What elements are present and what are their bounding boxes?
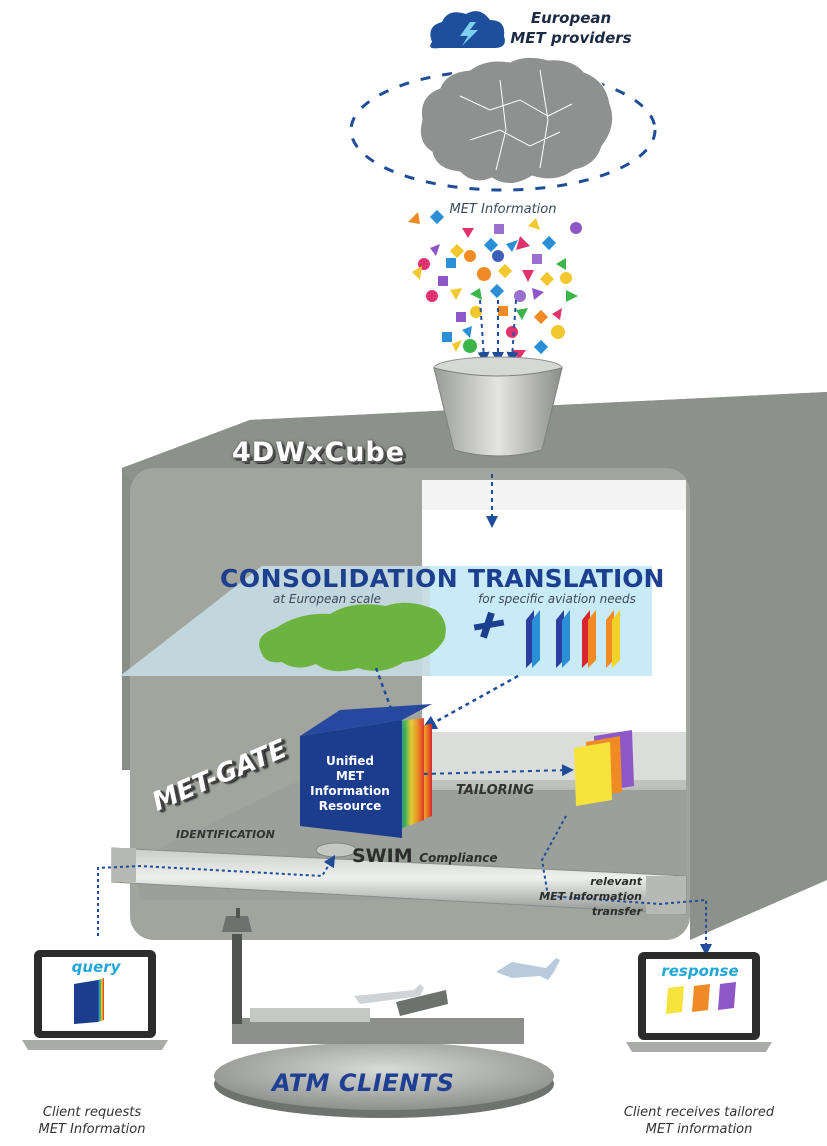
identification-path: [97, 815, 712, 956]
tailoring-label: TAILORING: [456, 783, 535, 798]
translation-subtitle: for specific aviation needs: [478, 592, 636, 606]
europe-map-icon: [419, 56, 614, 184]
cloud-lightning-icon: [430, 11, 505, 49]
airplane-icon: [496, 958, 560, 980]
client-left-line2: MET Information: [38, 1122, 146, 1137]
funnel-icon: [433, 356, 563, 457]
translation-layers: [526, 610, 620, 668]
client-requests-caption: Client requests MET Information: [12, 1104, 172, 1138]
transfer-label: relevant MET Information transfer: [512, 874, 642, 919]
tailored-layers: [574, 730, 634, 806]
european-met-providers-label: European MET providers: [506, 8, 636, 48]
resource-line3: Information: [310, 784, 390, 798]
europe-green-shape: [259, 602, 446, 672]
resource-line1: Unified: [325, 754, 375, 768]
laptop-icon: [22, 950, 168, 1050]
providers-line1: European: [530, 9, 612, 27]
response-label: response: [661, 962, 739, 980]
query-label: query: [71, 958, 121, 976]
met-information-shapes: [408, 209, 582, 360]
resource-line4: Resource: [318, 799, 382, 813]
swim-title: SWIM: [352, 845, 413, 867]
plus-icon: [473, 611, 505, 639]
swim-pipe: [111, 847, 687, 915]
parked-plane-icon: [354, 984, 424, 1004]
providers-line2: MET providers: [510, 29, 632, 47]
translation-title: TRANSLATION: [468, 564, 665, 593]
cube-title: 4DWxCube: [232, 437, 406, 468]
control-tower-icon: [222, 908, 252, 1024]
laptop-icon: [626, 952, 772, 1052]
client-right-line2: MET information: [645, 1122, 753, 1137]
transfer-line2: MET Information: [539, 890, 642, 903]
atm-clients-label: ATM CLIENTS: [272, 1069, 455, 1097]
unified-met-resource-cube: [300, 704, 432, 838]
swim-label: SWIM Compliance: [352, 845, 498, 867]
transfer-line3: transfer: [591, 905, 642, 918]
arrows-into-resource: [374, 667, 519, 730]
resource-line2: MET: [335, 769, 365, 783]
client-right-line1: Client receives tailored: [623, 1105, 775, 1120]
identification-label: IDENTIFICATION: [176, 828, 275, 841]
tailoring-arrow: [423, 764, 574, 777]
atm-platform: [214, 1008, 554, 1118]
client-left-line1: Client requests: [42, 1105, 142, 1120]
jet-bridge-icon: [396, 990, 448, 1016]
transfer-line1: relevant: [590, 875, 642, 888]
unified-resource-label: Unified MET Information Resource: [308, 754, 392, 814]
arrows-into-funnel: [477, 299, 519, 364]
consolidation-title: CONSOLIDATION: [220, 564, 459, 593]
met-information-label: MET Information: [449, 202, 557, 217]
client-receives-caption: Client receives tailored MET information: [604, 1104, 794, 1138]
orbit-ellipse: [349, 68, 657, 192]
consolidation-subtitle: at European scale: [272, 592, 382, 606]
swim-subtitle: Compliance: [419, 851, 498, 865]
